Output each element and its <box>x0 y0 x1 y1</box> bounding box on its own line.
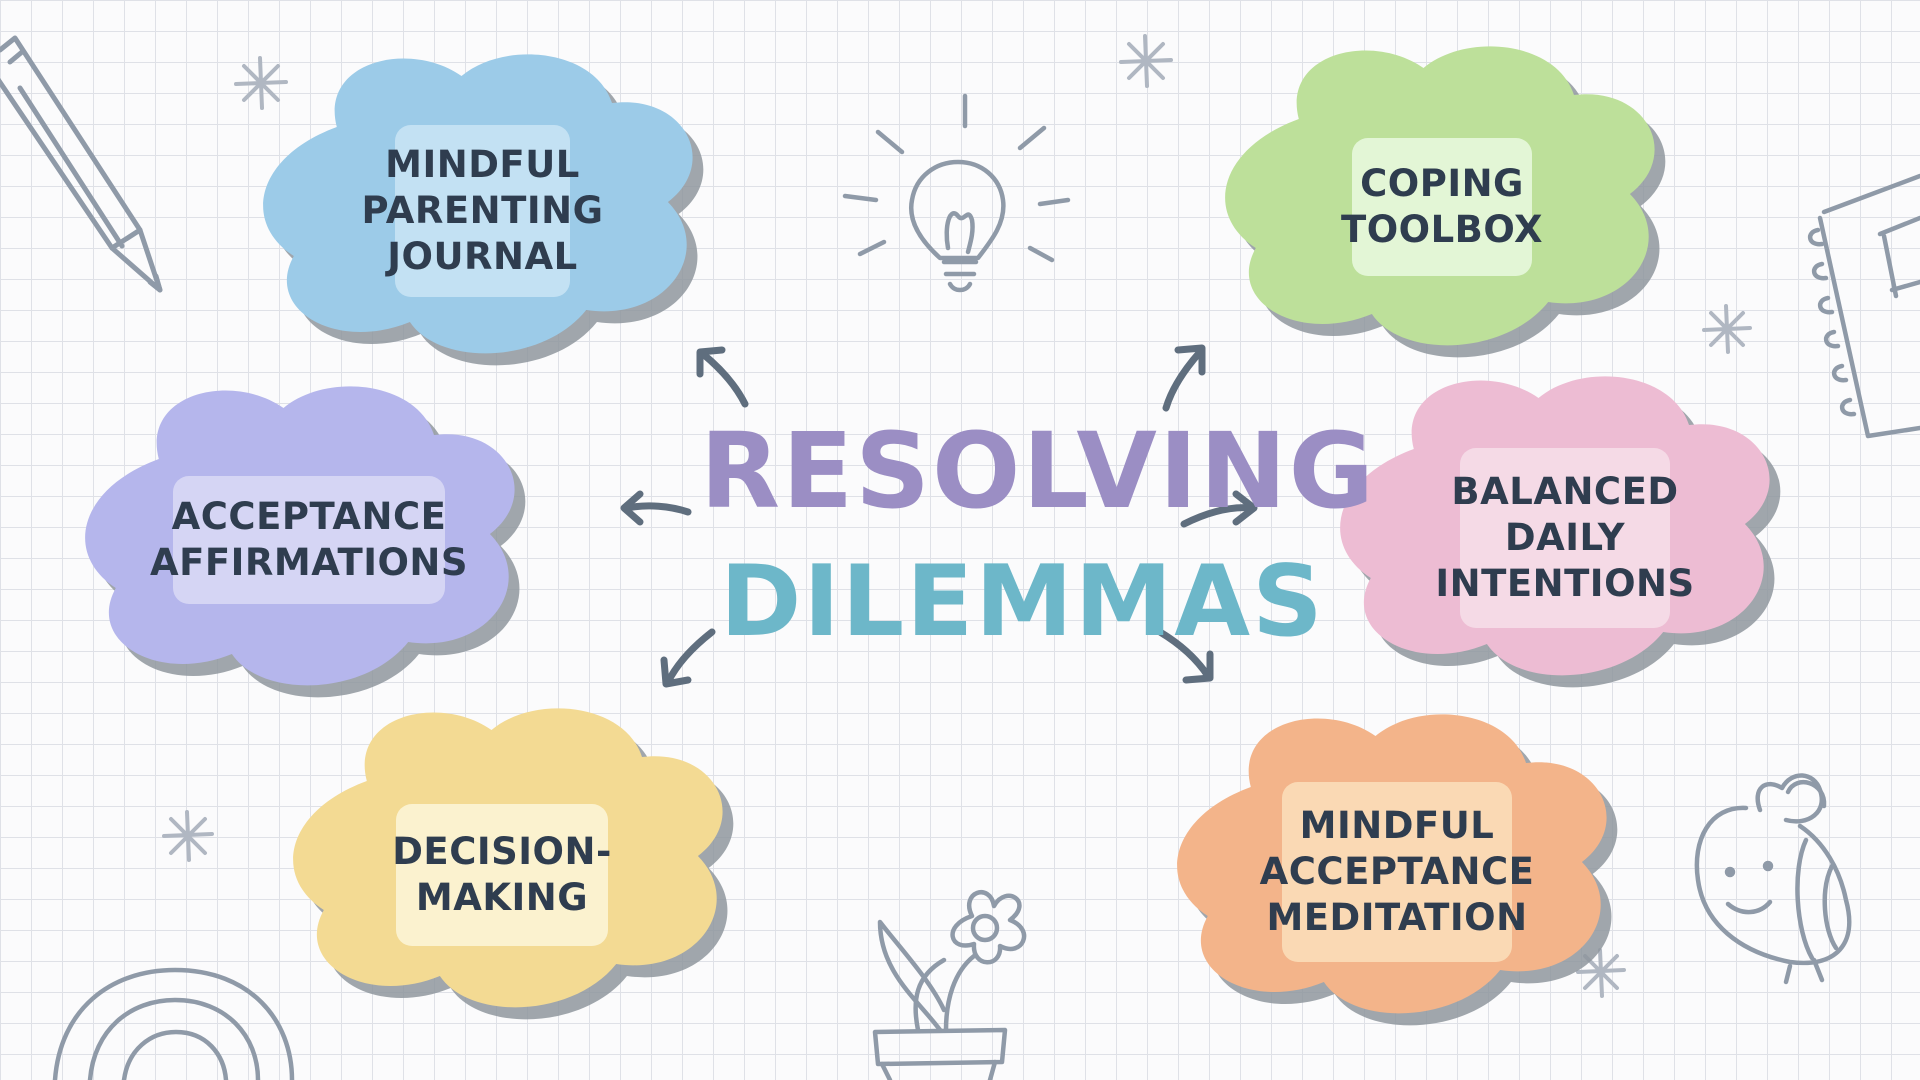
arrow-to-mindful-parenting-journal <box>696 346 749 408</box>
label-coping-toolbox: COPING TOOLBOX <box>1341 138 1543 276</box>
title-line-dilemmas: DILEMMAS <box>720 545 1325 659</box>
label-acceptance-affirmations: ACCEPTANCE AFFIRMATIONS <box>150 476 468 604</box>
notebook-icon <box>1808 173 1920 439</box>
label-line: INTENTIONS <box>1435 562 1695 606</box>
label-line: PARENTING <box>361 188 604 232</box>
label-line: JOURNAL <box>387 235 578 279</box>
arrow-to-acceptance-affirmations <box>620 490 692 526</box>
label-line: TOOLBOX <box>1340 208 1544 251</box>
flower-pot-icon <box>872 890 1027 1080</box>
label-mindful-parenting-journal: MINDFUL PARENTING JOURNAL <box>362 125 603 297</box>
arrow-to-coping-toolbox <box>1162 344 1206 412</box>
label-line: ACCEPTANCE <box>171 494 447 538</box>
label-mindful-acceptance-meditation: MINDFUL ACCEPTANCE MEDITATION <box>1260 782 1534 962</box>
sparkle-icon <box>162 34 1752 998</box>
label-line: COPING <box>1360 161 1524 205</box>
arrow-to-mindful-acceptance-meditation <box>1156 628 1214 684</box>
label-line: MEDITATION <box>1266 896 1528 940</box>
label-line: DECISION- <box>392 829 612 873</box>
lightbulb-icon <box>842 93 1071 293</box>
bee-icon <box>1694 773 1852 985</box>
label-line: AFFIRMATIONS <box>149 541 469 584</box>
label-line: MINDFUL <box>385 142 580 186</box>
arrow-to-decision-making <box>660 628 716 688</box>
label-line: MAKING <box>415 876 589 919</box>
pencil-icon <box>0 35 163 293</box>
arrow-to-balanced-daily-intentions <box>1180 490 1258 528</box>
label-line: BALANCED <box>1451 469 1679 513</box>
label-decision-making: DECISION- MAKING <box>392 804 611 946</box>
title-line-resolving: RESOLVING <box>700 410 1376 532</box>
label-balanced-daily-intentions: BALANCED DAILY INTENTIONS <box>1435 448 1694 628</box>
label-line: ACCEPTANCE <box>1259 849 1535 893</box>
rainbow-icon <box>52 967 295 1080</box>
label-line: MINDFUL <box>1299 803 1495 847</box>
label-line: DAILY <box>1504 515 1626 559</box>
